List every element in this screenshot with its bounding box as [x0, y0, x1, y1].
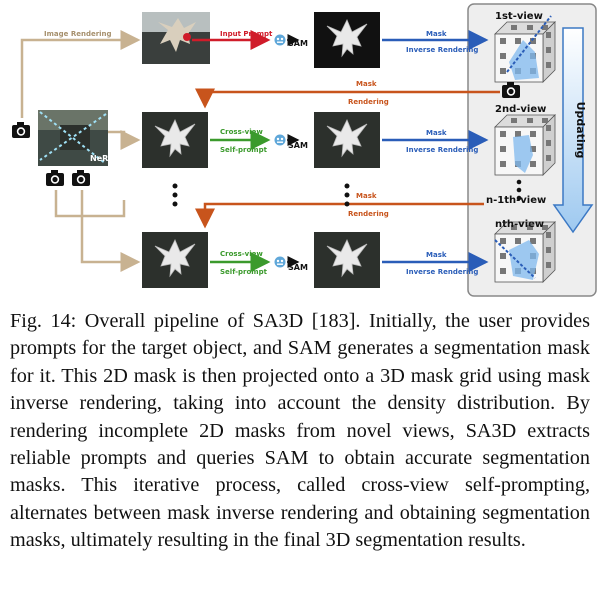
ellipsis-dots: [516, 179, 522, 201]
ellipsis-dots: [172, 183, 350, 207]
image-rendering-arrow: [20, 30, 141, 118]
input-photo: [142, 12, 210, 64]
svg-text:SAM: SAM: [288, 141, 308, 150]
mask-image: [314, 12, 380, 68]
inverse-rendering-arrow: Mask Inverse Rendering: [382, 129, 489, 154]
camera-icon: [46, 170, 64, 186]
sam-block: SAM: [274, 134, 308, 150]
rendering-arrow: [80, 190, 141, 272]
rendering-arrow: [54, 190, 126, 218]
mask-rendering-arrow: Mask Rendering: [195, 80, 500, 109]
camera-icon: [72, 170, 90, 186]
nerf-scene-image: NeRF: [38, 110, 114, 166]
view-label: 1st-view: [495, 11, 543, 22]
render-image: [142, 112, 208, 168]
svg-text:Inverse Rendering: Inverse Rendering: [406, 146, 478, 154]
svg-text:Rendering: Rendering: [348, 210, 389, 218]
mask-grid-cube: [494, 221, 556, 283]
svg-text:Mask: Mask: [426, 30, 447, 38]
mask-grid-cube: [494, 114, 556, 176]
mask-rendering-arrow: Mask Rendering: [195, 192, 484, 229]
svg-text:SAM: SAM: [288, 39, 308, 48]
mask-grid-cube: [494, 15, 556, 83]
sa3d-pipeline-diagram: Updating 1st-view 2nd-view n-1th-view nt…: [12, 3, 597, 297]
updating-arrow: Updating: [552, 27, 594, 234]
inverse-rendering-arrow: Mask Inverse Rendering: [382, 30, 489, 54]
svg-text:SAM: SAM: [288, 263, 308, 272]
nerf-label: NeRF: [90, 154, 114, 163]
sam-block: SAM: [274, 256, 308, 272]
svg-text:Mask: Mask: [426, 251, 447, 259]
view-label: 2nd-view: [495, 104, 546, 115]
mask-image: [314, 112, 380, 168]
updating-label: Updating: [574, 102, 587, 159]
mask-image: [314, 232, 380, 288]
svg-text:Cross-view: Cross-view: [220, 128, 263, 136]
svg-text:Mask: Mask: [356, 192, 377, 200]
rendering-arrow: [108, 130, 141, 150]
svg-text:Self-prompt: Self-prompt: [220, 268, 268, 276]
svg-text:Self-prompt: Self-prompt: [220, 146, 268, 154]
view-label: nth-view: [495, 219, 544, 230]
input-prompt-label: Input Prompt: [220, 30, 273, 38]
image-rendering-label: Image Rendering: [44, 30, 112, 38]
svg-text:Inverse Rendering: Inverse Rendering: [406, 268, 478, 276]
camera-icon: [12, 122, 30, 138]
svg-text:Rendering: Rendering: [348, 98, 389, 106]
svg-text:Inverse Rendering: Inverse Rendering: [406, 46, 478, 54]
view-label: n-1th-view: [486, 195, 546, 206]
sam-block: SAM: [274, 34, 308, 48]
svg-text:Mask: Mask: [426, 129, 447, 137]
svg-text:Mask: Mask: [356, 80, 377, 88]
render-image: [142, 232, 208, 288]
figure-caption: Fig. 14: Overall pipeline of SA3D [183].…: [10, 310, 590, 552]
inverse-rendering-arrow: Mask Inverse Rendering: [382, 251, 489, 276]
svg-text:Cross-view: Cross-view: [220, 250, 263, 258]
